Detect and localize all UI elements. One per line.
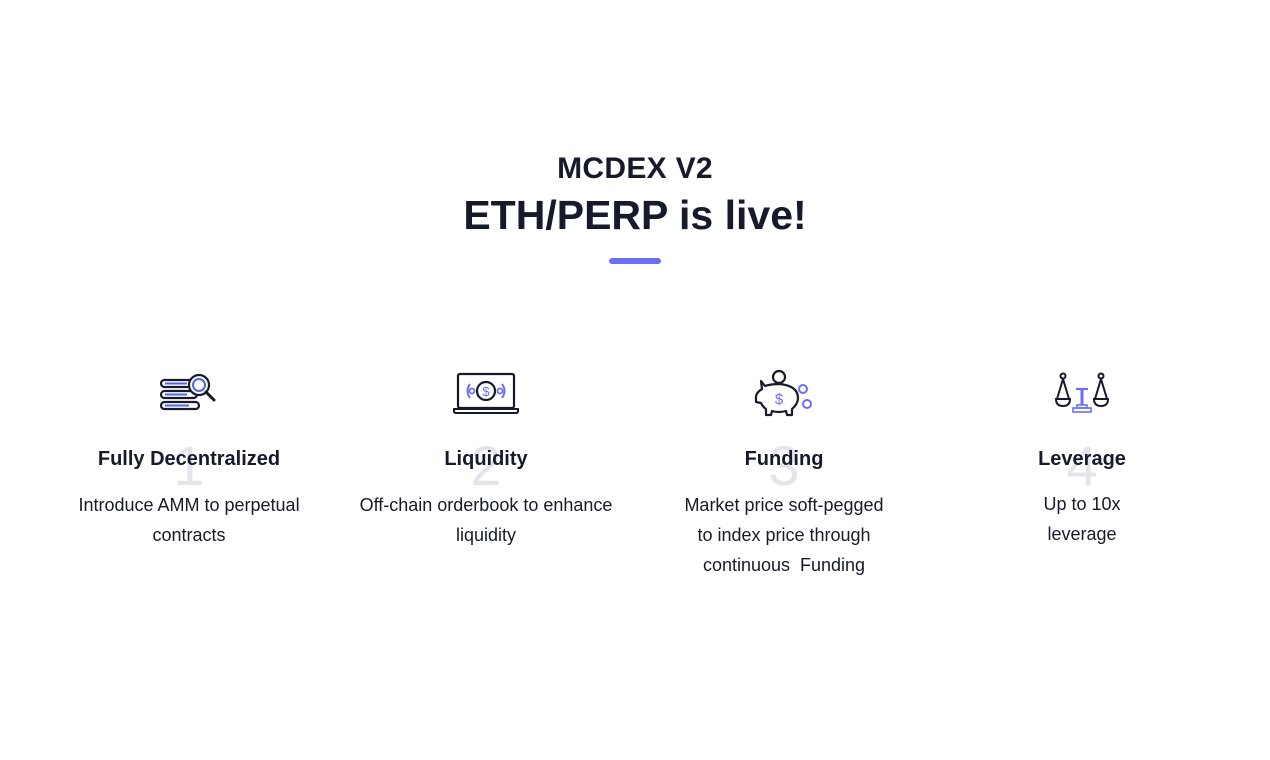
piggy-bank-icon: $ bbox=[634, 368, 934, 418]
hero-title: ETH/PERP is live! bbox=[463, 192, 807, 238]
title-underline-divider bbox=[609, 258, 661, 264]
feature-liquidity: $ 2 Liquidity Off-chain orderbook to enh… bbox=[336, 368, 636, 550]
feature-title: Liquidity bbox=[444, 448, 528, 470]
feature-number: 1 bbox=[173, 434, 205, 497]
scales-icon bbox=[932, 368, 1232, 418]
search-list-icon bbox=[39, 368, 339, 418]
feature-description-line: contracts bbox=[152, 525, 226, 545]
svg-text:$: $ bbox=[775, 391, 784, 408]
hero-subtitle: MCDEX V2 bbox=[557, 152, 713, 185]
feature-description: Introduce AMM to perpetual contracts bbox=[39, 490, 339, 550]
feature-fully-decentralized: 1 Fully Decentralized Introduce AMM to p… bbox=[39, 368, 339, 550]
feature-description-line: continuous Funding bbox=[702, 555, 866, 575]
feature-description: Off-chain orderbook to enhance liquidity bbox=[336, 490, 636, 550]
svg-text:$: $ bbox=[482, 384, 490, 399]
feature-description-line: Off-chain orderbook to enhance bbox=[359, 495, 613, 515]
feature-description-line: to index price through bbox=[697, 525, 871, 545]
feature-description-line: Up to 10x bbox=[1043, 494, 1121, 514]
feature-number: 3 bbox=[768, 434, 800, 497]
feature-description-line: Market price soft-pegged bbox=[684, 495, 884, 515]
feature-title: Fully Decentralized bbox=[97, 448, 281, 470]
feature-number: 4 bbox=[1066, 434, 1098, 497]
feature-title: Leverage bbox=[1038, 448, 1126, 470]
feature-description: Market price soft-pegged to index price … bbox=[634, 490, 934, 580]
feature-description-line: Introduce AMM to perpetual bbox=[78, 495, 300, 515]
feature-funding: $ 3 Funding Market price soft-pegged to … bbox=[634, 368, 934, 580]
hero-header: MCDEX V2 ETH/PERP is live! bbox=[0, 148, 1270, 264]
feature-number: 2 bbox=[470, 434, 502, 497]
laptop-dollar-icon: $ bbox=[336, 368, 636, 418]
feature-description-line: liquidity bbox=[455, 525, 517, 545]
feature-description-line: leverage bbox=[1047, 524, 1117, 544]
feature-description: Up to 10x leverage bbox=[932, 489, 1232, 549]
feature-leverage: 4 Leverage Up to 10x leverage bbox=[932, 368, 1232, 549]
feature-title: Funding bbox=[744, 448, 824, 470]
